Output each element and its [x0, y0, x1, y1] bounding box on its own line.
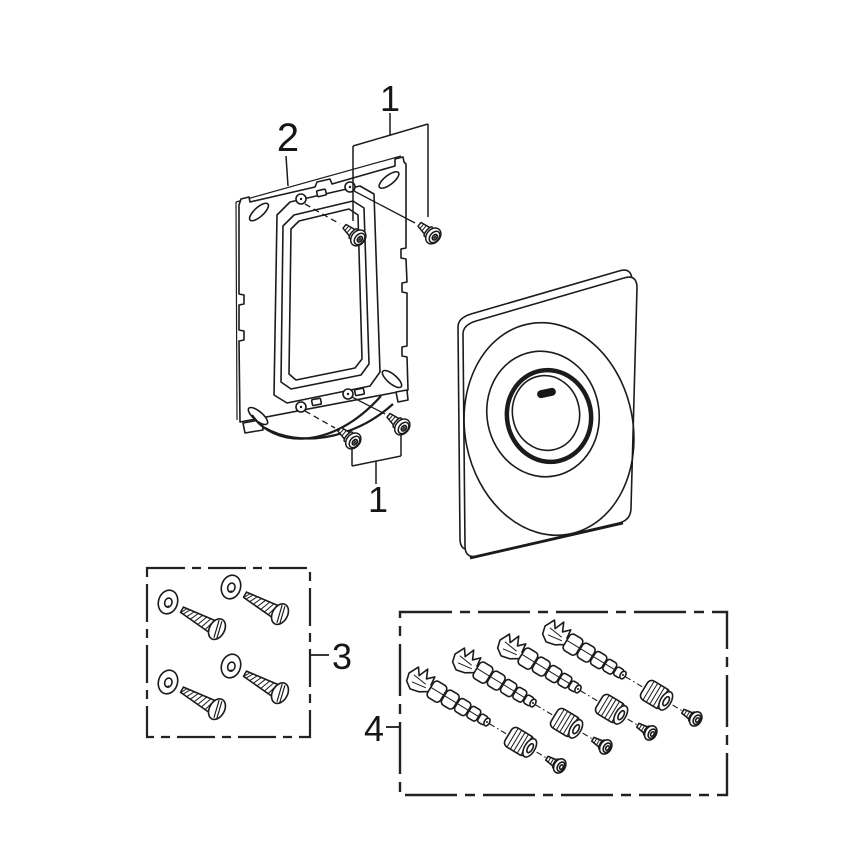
- screw-hole-dot: [299, 405, 303, 409]
- frame-back-edges: [235, 155, 402, 421]
- button-ring: [504, 367, 594, 465]
- screw-washer-kit-box: [145, 566, 329, 739]
- rail-cutout: [315, 188, 328, 198]
- frame-bottom-tab: [395, 389, 409, 403]
- anchor-bolt-kit-box: [386, 610, 729, 797]
- callout-label-3: 3: [332, 636, 352, 677]
- flush-button: [511, 374, 581, 452]
- washer-screw-item: [213, 568, 295, 631]
- plate-middle-ring: [485, 350, 601, 478]
- fixing-screw: [382, 407, 414, 439]
- screw-hole-dot: [348, 185, 352, 189]
- corner-slot: [248, 202, 270, 222]
- callout-label-2: 2: [277, 116, 299, 160]
- leader-solid: [351, 396, 386, 415]
- callout-label-1-bottom: 1: [368, 479, 388, 520]
- plate-front-face: [462, 276, 638, 558]
- callout-label-4: 4: [364, 708, 384, 749]
- rail-cutout: [353, 387, 366, 397]
- washer-screw-item: [150, 663, 232, 726]
- grohe-logo-mark: [537, 387, 556, 399]
- leader-solid: [353, 190, 416, 224]
- leader-dashed: [304, 203, 341, 225]
- washer-screw-item: [213, 647, 295, 710]
- plate-outer-ring: [463, 321, 635, 537]
- washer-screw-item: [150, 583, 232, 646]
- corner-slot: [381, 369, 403, 389]
- callout-2-leader: [285, 155, 289, 187]
- plate-bottom-edge: [469, 521, 624, 560]
- leader-dashed: [304, 410, 336, 429]
- dashed-box-4: [398, 610, 729, 797]
- callout-brackets: [285, 113, 429, 484]
- corner-slot: [378, 170, 400, 190]
- screw-hole-dot: [299, 197, 303, 201]
- callout-1-top-bracket: [352, 113, 429, 221]
- dashed-box-3: [145, 566, 312, 739]
- callout-label-1-top: 1: [380, 78, 400, 119]
- screw-leader-lines: [304, 190, 416, 429]
- spring-wire: [264, 403, 394, 440]
- callout-1-bottom-bracket: [351, 434, 402, 484]
- flush-plate: [457, 269, 638, 560]
- bezel-opening: [288, 208, 363, 381]
- fixing-screw: [413, 216, 445, 248]
- screw-hole-dot: [346, 392, 350, 396]
- mounting-frame: [235, 155, 409, 440]
- rail-cutout: [310, 397, 323, 407]
